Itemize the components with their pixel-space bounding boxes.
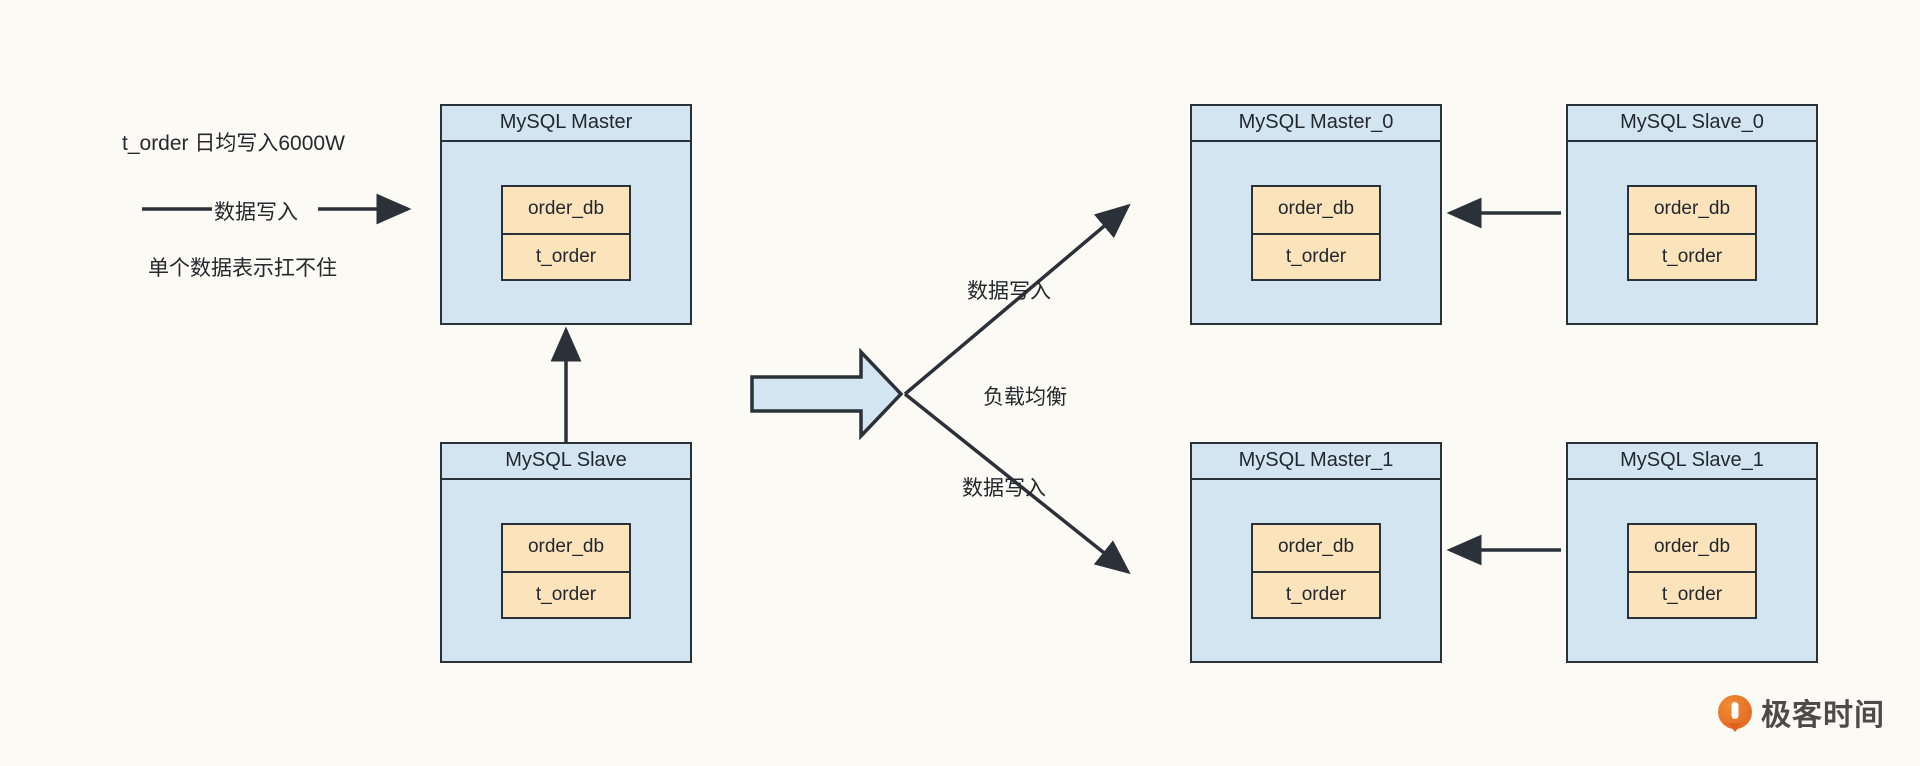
geektime-logo-icon	[1718, 695, 1752, 729]
node-body: order_db t_order	[442, 142, 690, 323]
schema-row-table: t_order	[503, 570, 629, 617]
node-mysql-slave-0[interactable]: MySQL Slave_0 order_db t_order	[1566, 104, 1818, 325]
caption-headline: t_order 日均写入6000W	[122, 132, 345, 155]
schema-box: order_db t_order	[1251, 184, 1381, 281]
node-body: order_db t_order	[442, 480, 690, 661]
caption-branch-top: 数据写入	[967, 280, 1051, 303]
geektime-logo-text: 极客时间	[1761, 699, 1885, 732]
schema-row-table: t_order	[1629, 570, 1755, 617]
node-title: MySQL Master_1	[1192, 444, 1440, 480]
node-title: MySQL Master	[442, 106, 690, 142]
schema-box: order_db t_order	[1251, 522, 1381, 619]
schema-row-table: t_order	[1253, 570, 1379, 617]
node-title: MySQL Master_0	[1192, 106, 1440, 142]
schema-row-table: t_order	[1253, 232, 1379, 279]
schema-box: order_db t_order	[1627, 184, 1757, 281]
node-mysql-master-0[interactable]: MySQL Master_0 order_db t_order	[1190, 104, 1442, 325]
schema-row-table: t_order	[1629, 232, 1755, 279]
node-title: MySQL Slave	[442, 444, 690, 480]
geektime-watermark: 极客时间	[1718, 690, 1885, 734]
schema-row-database: order_db	[503, 186, 629, 233]
node-title: MySQL Slave_1	[1568, 444, 1816, 480]
node-body: order_db t_order	[1192, 142, 1440, 323]
schema-row-database: order_db	[503, 524, 629, 571]
schema-row-database: order_db	[1253, 186, 1379, 233]
schema-row-database: order_db	[1253, 524, 1379, 571]
caption-problem: 单个数据表示扛不住	[148, 257, 337, 280]
node-mysql-slave[interactable]: MySQL Slave order_db t_order	[440, 442, 692, 663]
node-body: order_db t_order	[1568, 142, 1816, 323]
node-mysql-master-1[interactable]: MySQL Master_1 order_db t_order	[1190, 442, 1442, 663]
transition-block-arrow	[750, 347, 904, 441]
node-mysql-slave-1[interactable]: MySQL Slave_1 order_db t_order	[1566, 442, 1818, 663]
caption-load-balance: 负载均衡	[983, 386, 1067, 409]
schema-row-table: t_order	[503, 232, 629, 279]
node-body: order_db t_order	[1192, 480, 1440, 661]
schema-box: order_db t_order	[501, 522, 631, 619]
node-mysql-master[interactable]: MySQL Master order_db t_order	[440, 104, 692, 325]
schema-row-database: order_db	[1629, 186, 1755, 233]
schema-row-database: order_db	[1629, 524, 1755, 571]
schema-box: order_db t_order	[1627, 522, 1757, 619]
schema-box: order_db t_order	[501, 184, 631, 281]
node-title: MySQL Slave_0	[1568, 106, 1816, 142]
caption-branch-bottom: 数据写入	[962, 477, 1046, 500]
caption-data-write-left: 数据写入	[214, 201, 298, 224]
node-body: order_db t_order	[1568, 480, 1816, 661]
